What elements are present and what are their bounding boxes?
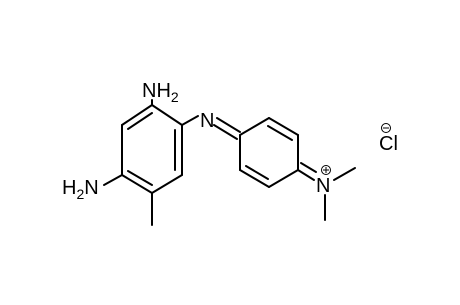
chloride-label: Cl bbox=[379, 133, 398, 155]
imine-double-bond-b bbox=[213, 124, 238, 140]
amine-left-label: H2N bbox=[62, 177, 99, 202]
qring-bond-1 bbox=[239, 117, 270, 136]
iminium-nitrogen-label: N bbox=[316, 175, 330, 197]
bond-n-methyl-1 bbox=[333, 167, 356, 181]
ring-bond-c6-c1-inner bbox=[127, 112, 153, 130]
ring-bond-c4-c5-inner bbox=[127, 170, 153, 186]
qring-bond-5-inner bbox=[245, 165, 269, 180]
bond-c5-nh2 bbox=[103, 174, 123, 186]
qring-bond-4 bbox=[268, 169, 299, 188]
qring-bond-2-inner bbox=[267, 125, 293, 141]
ring-bond-c3-c4 bbox=[151, 174, 183, 194]
qring-bond-2 bbox=[268, 117, 299, 136]
imine-double-bond-a bbox=[216, 117, 241, 133]
bond-c2-n-imine bbox=[181, 115, 199, 126]
iminium-double-bond-a bbox=[297, 169, 315, 181]
negative-charge-icon bbox=[381, 123, 391, 133]
ring-bond-c1-c2 bbox=[151, 104, 183, 126]
iminium-double-bond-b bbox=[300, 162, 317, 173]
amine-top-label: NH2 bbox=[142, 80, 179, 105]
ring-bond-c6-c1 bbox=[121, 104, 153, 126]
imine-nitrogen-label: N bbox=[200, 110, 214, 132]
ring-bond-c4-c5 bbox=[121, 174, 153, 194]
positive-charge-icon bbox=[321, 165, 331, 175]
left-benzene-ring bbox=[121, 104, 183, 194]
qring-bond-5 bbox=[239, 169, 270, 188]
right-quinoid-ring bbox=[239, 117, 299, 188]
